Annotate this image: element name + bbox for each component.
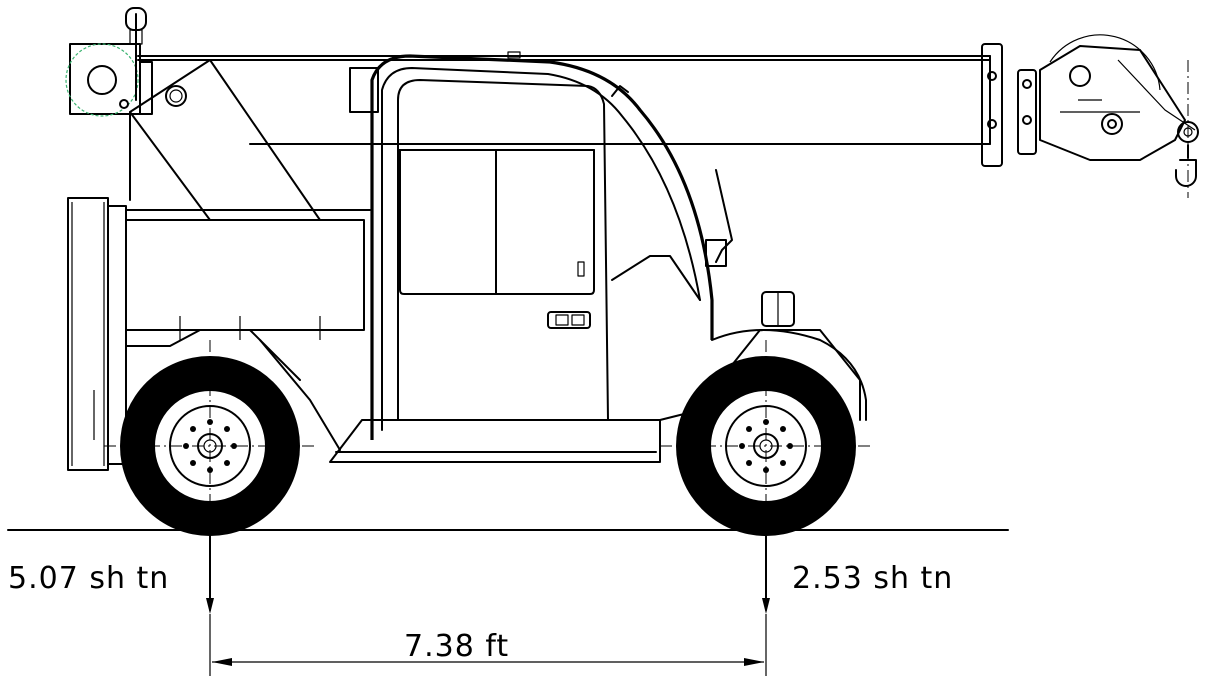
left-axle-load-label: 5.07 sh tn (8, 561, 169, 596)
front-wheel (660, 340, 872, 536)
engine-box (125, 209, 371, 361)
right-load-arrow (762, 533, 770, 614)
right-axle-load-label: 2.53 sh tn (792, 561, 953, 596)
boom-pivot-and-beacon (65, 7, 187, 117)
lift-arm (129, 59, 321, 221)
rear-wheel (104, 340, 316, 536)
boom-tip-sheave (981, 34, 1199, 198)
wheelbase-dimension (209, 614, 767, 676)
left-load-arrow (206, 533, 214, 614)
rear-counterweight (67, 197, 127, 471)
wheelbase-label: 7.38 ft (404, 629, 509, 664)
cab (370, 54, 733, 440)
